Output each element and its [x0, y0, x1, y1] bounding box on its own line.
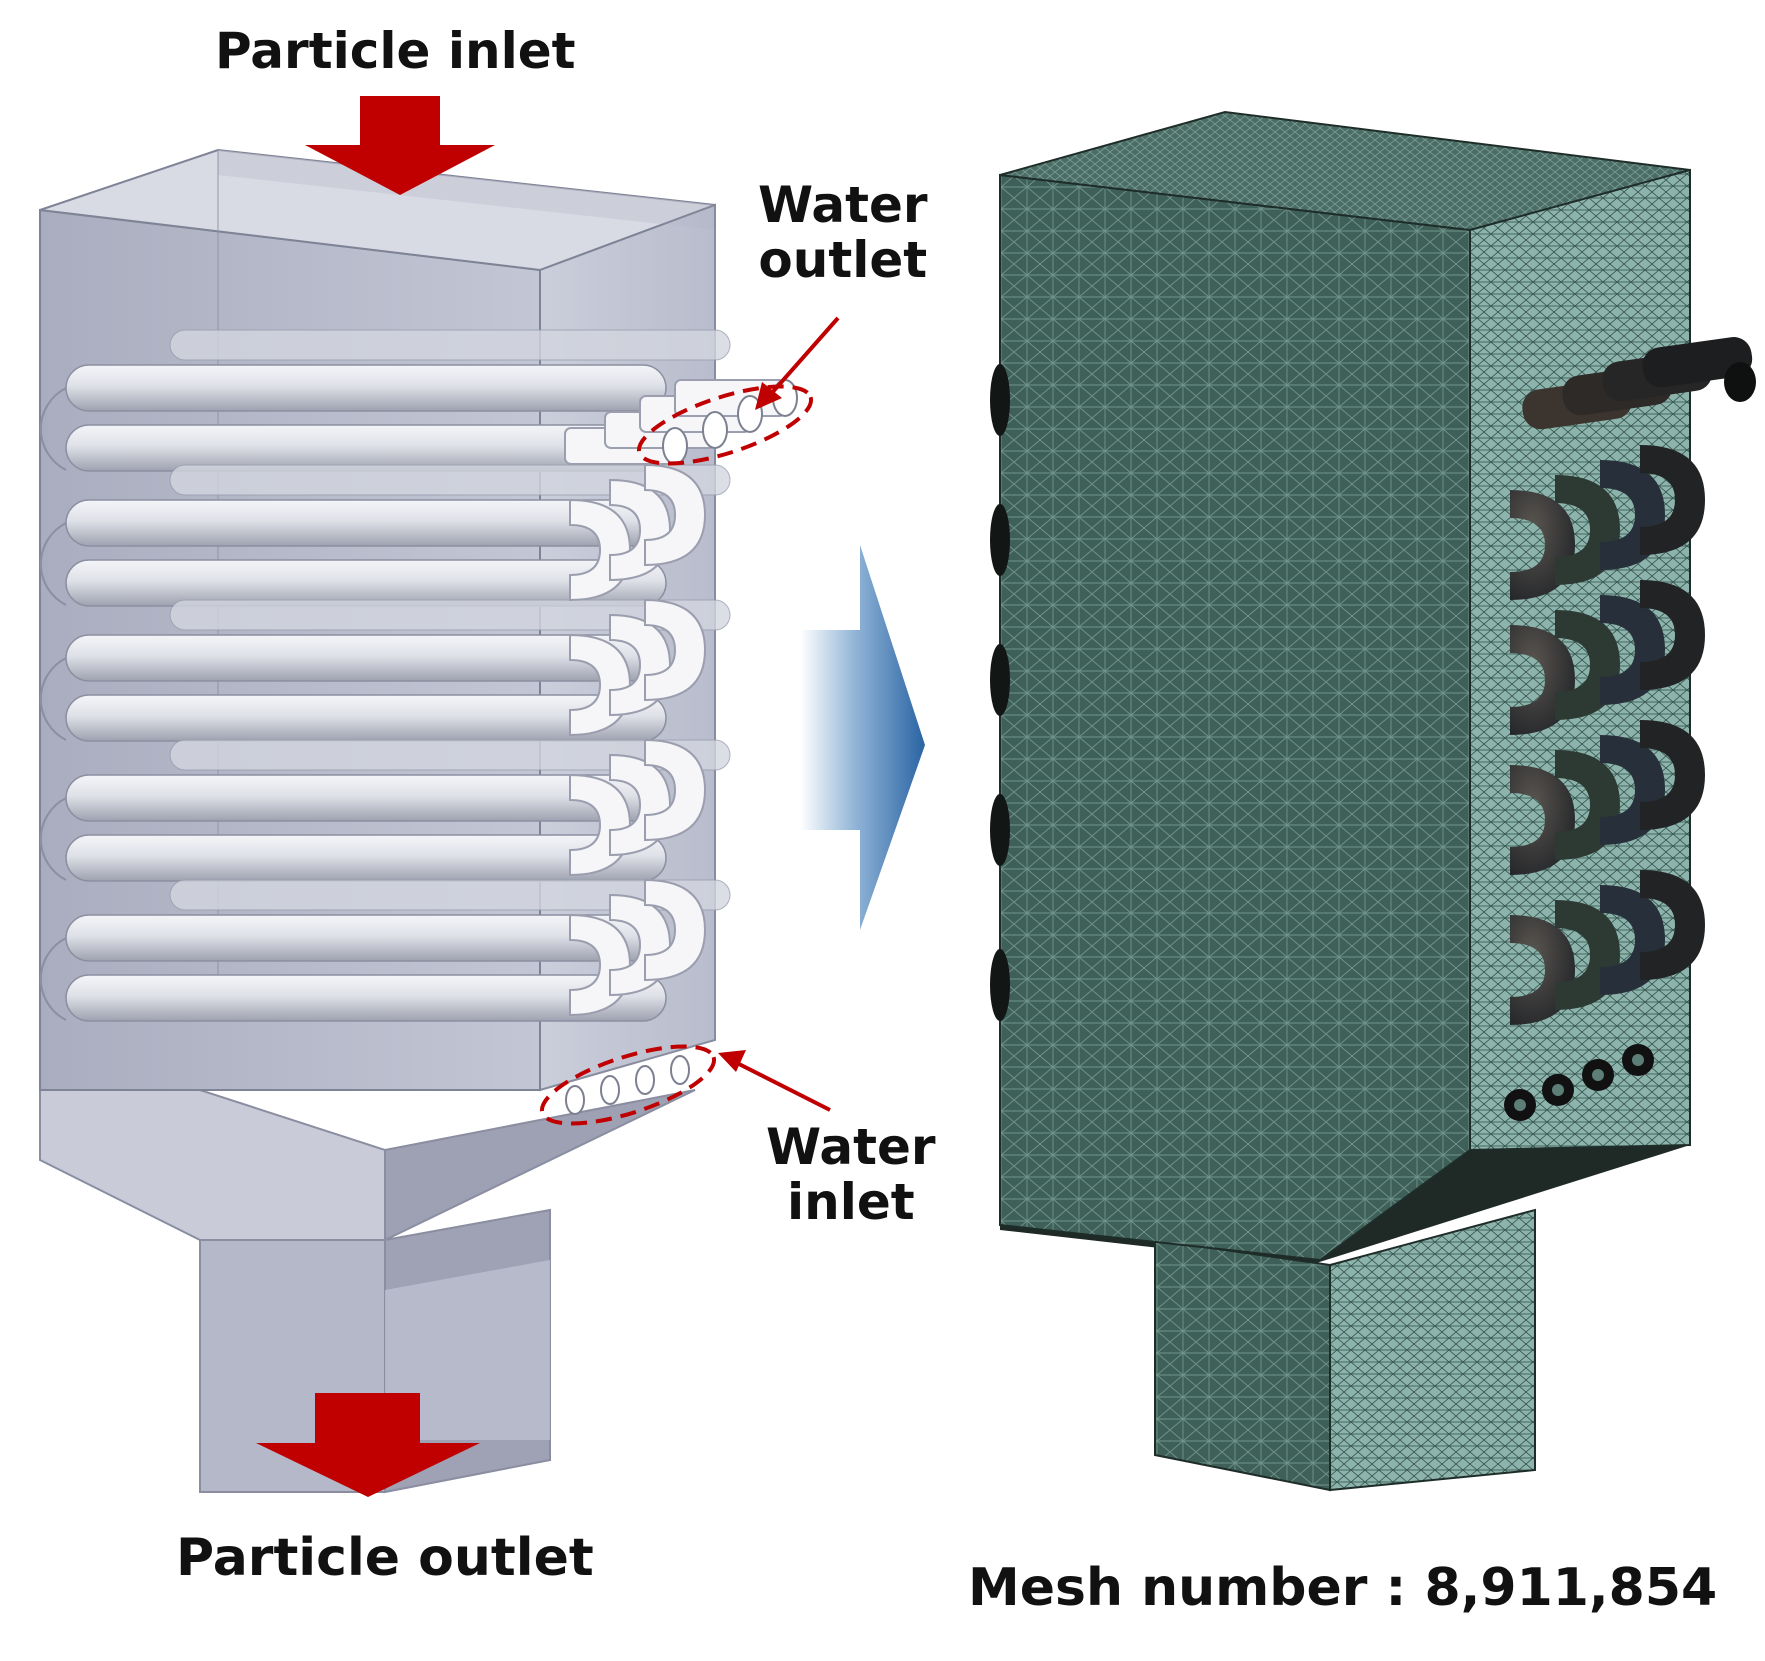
water-outlet-pipes — [564, 379, 798, 465]
water-outlet-label: Water outlet — [758, 178, 928, 288]
water-inlet-label: Water inlet — [766, 1120, 936, 1230]
particle-inlet-label: Particle inlet — [215, 22, 576, 80]
tube-bundle — [39, 329, 731, 1022]
mesh-duct-side — [1329, 1208, 1536, 1492]
particle-inlet-arrow — [305, 96, 495, 195]
mesh-u-bends — [1510, 445, 1705, 1025]
mesh-model — [990, 110, 1756, 1492]
cad-model — [39, 96, 840, 1497]
mesh-left-tube-ends — [990, 364, 1010, 1021]
housing-top-inner — [218, 150, 715, 230]
particle-outlet-label: Particle outlet — [176, 1528, 594, 1588]
water-outlet-highlight — [636, 384, 814, 466]
u-bends-cad — [569, 463, 707, 1017]
transition-arrow — [800, 545, 925, 930]
hopper-right — [384, 1089, 696, 1242]
water-inlet-label-line2: inlet — [786, 1173, 915, 1231]
water-outlet-label-line1: Water — [758, 176, 928, 234]
water-outlet-label-line2: outlet — [758, 231, 928, 289]
water-inlet-openings — [565, 1055, 690, 1115]
mesh-number-label: Mesh number : 8,911,854 — [968, 1558, 1718, 1618]
water-inlet-label-line1: Water — [766, 1118, 936, 1176]
mesh-duct-front — [1154, 1238, 1331, 1492]
water-inlet-highlight — [539, 1044, 717, 1126]
annotation-arrows — [718, 316, 840, 1112]
outlet-duct-inner — [385, 1260, 550, 1440]
particle-outlet-arrow — [256, 1393, 480, 1497]
mesh-front-face — [999, 173, 1471, 1262]
mesh-inlet-holes — [1504, 1044, 1654, 1121]
hopper-front — [39, 1089, 386, 1241]
mesh-outlet-pipes — [1522, 337, 1756, 430]
